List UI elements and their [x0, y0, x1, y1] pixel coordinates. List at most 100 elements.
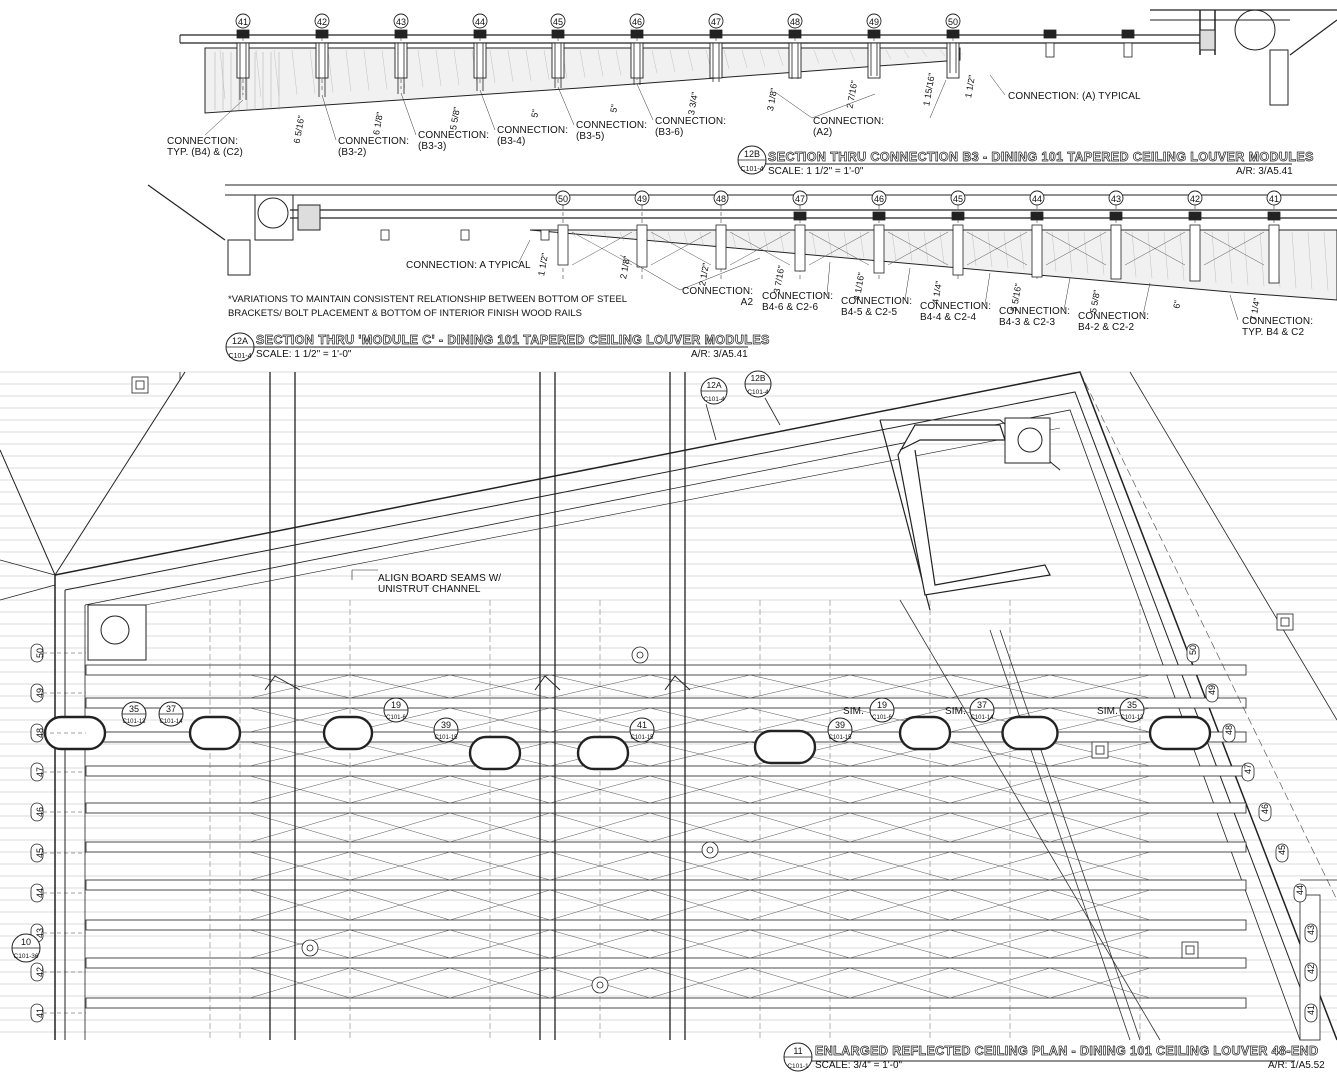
line-work: [764, 397, 781, 426]
connection-label: CONNECTION: (B3-3): [418, 130, 490, 152]
bolt: [1267, 211, 1281, 221]
detail-tag-sheet: C101-14: [970, 715, 994, 721]
connection-label: CONNECTION: A TYPICAL: [406, 260, 531, 271]
cross-brace: [249, 707, 351, 733]
bolt: [946, 29, 960, 39]
bolt: [1043, 29, 1057, 39]
grid-bubble-label: 50: [35, 648, 45, 658]
wood-grain: [453, 49, 460, 86]
bracket: [557, 224, 569, 266]
grid-bubble-label: 48: [790, 17, 800, 27]
leader-line: [989, 74, 1006, 96]
wood-grain: [1323, 231, 1329, 291]
leader-line: [904, 267, 911, 301]
detail-tag-sheet: C101-15: [630, 735, 654, 741]
cross-brace: [1049, 929, 1151, 959]
connection-label: CONNECTION: (B3-2): [338, 136, 410, 158]
line-work: [1129, 371, 1337, 721]
cross-brace: [1049, 851, 1151, 881]
cross-brace: [949, 889, 1051, 921]
sim-label: SIM.: [843, 706, 864, 717]
wood-grain: [939, 49, 946, 57]
bracket: [551, 42, 565, 79]
cross-brace: [649, 741, 751, 767]
detail-tag-sheet: C101-6: [386, 715, 406, 721]
wood-grain: [255, 49, 262, 97]
post: [227, 239, 251, 276]
wood-grain: [273, 49, 280, 96]
leader-line: [679, 257, 761, 291]
grid-bubble-label: 42: [1306, 964, 1316, 974]
bolt: [1030, 211, 1044, 221]
dimension-label: 7 1/4": [1248, 297, 1262, 322]
detail-tag-number: 41: [637, 720, 647, 730]
louver-rail: [85, 697, 1247, 709]
connection-label: CONNECTION: B4-5 & C2-5: [841, 296, 913, 318]
wood-grain: [763, 231, 769, 252]
bracket: [1189, 224, 1201, 282]
grid-bubble-label: 43: [396, 17, 406, 27]
grid-bubble: [1186, 643, 1200, 663]
section-marker-number: 12A: [706, 380, 721, 390]
grid-bubble-label: 44: [475, 17, 485, 27]
grid-bubble-label: 43: [1306, 925, 1316, 935]
dimension-label: 5 5/8": [448, 106, 462, 131]
wood-grain: [1259, 231, 1265, 287]
wood-grain: [417, 49, 424, 88]
wood-grain: [987, 231, 993, 268]
wood-grain: [525, 49, 532, 81]
connection-label: CONNECTION: TYP. B4 & C2: [1242, 316, 1314, 338]
sim-label: SIM.: [945, 706, 966, 717]
truss-diagonal: [650, 231, 712, 266]
truss-diagonal: [808, 231, 870, 266]
plan-11-ar: A/R: 1/A5.52: [1268, 1060, 1325, 1071]
bracket: [794, 224, 806, 272]
cross-brace: [949, 929, 1051, 959]
grid-bubble: [792, 190, 808, 206]
grid-bubble-label: 49: [869, 17, 879, 27]
bracket: [715, 224, 727, 270]
grid-bubble-label: 47: [795, 194, 805, 204]
dimension-label: 3 1/8": [765, 87, 779, 112]
grid-bubble-label: 42: [35, 967, 45, 977]
grid-bubble-label: 42: [1190, 194, 1200, 204]
wood-grain: [1131, 231, 1137, 278]
grid-bubble-label: 42: [317, 17, 327, 27]
cross-brace: [749, 889, 851, 921]
wood-grain: [723, 49, 730, 69]
dimension-label: 3 3/4": [686, 91, 700, 116]
louver-rail: [85, 919, 1247, 931]
connection-label: CONNECTION: (B3-5): [576, 120, 648, 142]
grid-bubble: [1258, 802, 1272, 822]
connection-label: CONNECTION: B4-2 & C2-2: [1078, 311, 1150, 333]
section-12a-title: SECTION THRU 'MODULE C' - DINING 101 TAP…: [256, 333, 770, 348]
cross-brace: [849, 775, 951, 804]
grid-bubble-label: 45: [553, 17, 563, 27]
grid-bubble-label: 46: [632, 17, 642, 27]
cross-brace: [949, 967, 1051, 999]
wood-grain: [1179, 231, 1185, 281]
leader-line: [929, 79, 947, 119]
leader-line: [479, 89, 496, 131]
cross-brace: [349, 889, 451, 921]
wood-grain: [731, 231, 737, 250]
grid-bubble: [713, 190, 729, 206]
line-work: [0, 559, 56, 576]
dimension-label: 4 1/16": [852, 272, 867, 302]
title-backdrop: [780, 1040, 1337, 1080]
leader-line: [984, 272, 991, 306]
detail-tag-number: 37: [977, 700, 987, 710]
grid-bubble-label: 45: [953, 194, 963, 204]
wood-grain: [1227, 231, 1233, 284]
grid-bubble-label: 45: [35, 848, 45, 858]
wood-grain: [667, 231, 673, 245]
grid-bubble: [235, 13, 251, 29]
cross-brace: [349, 851, 451, 881]
grid-bubble-label: 45: [1277, 845, 1287, 855]
edge-line: [54, 371, 186, 576]
wood-grain: [507, 49, 514, 82]
grid-bubble: [1222, 723, 1236, 743]
diagonal-seam: [899, 599, 1161, 1041]
cross-brace: [449, 851, 551, 881]
